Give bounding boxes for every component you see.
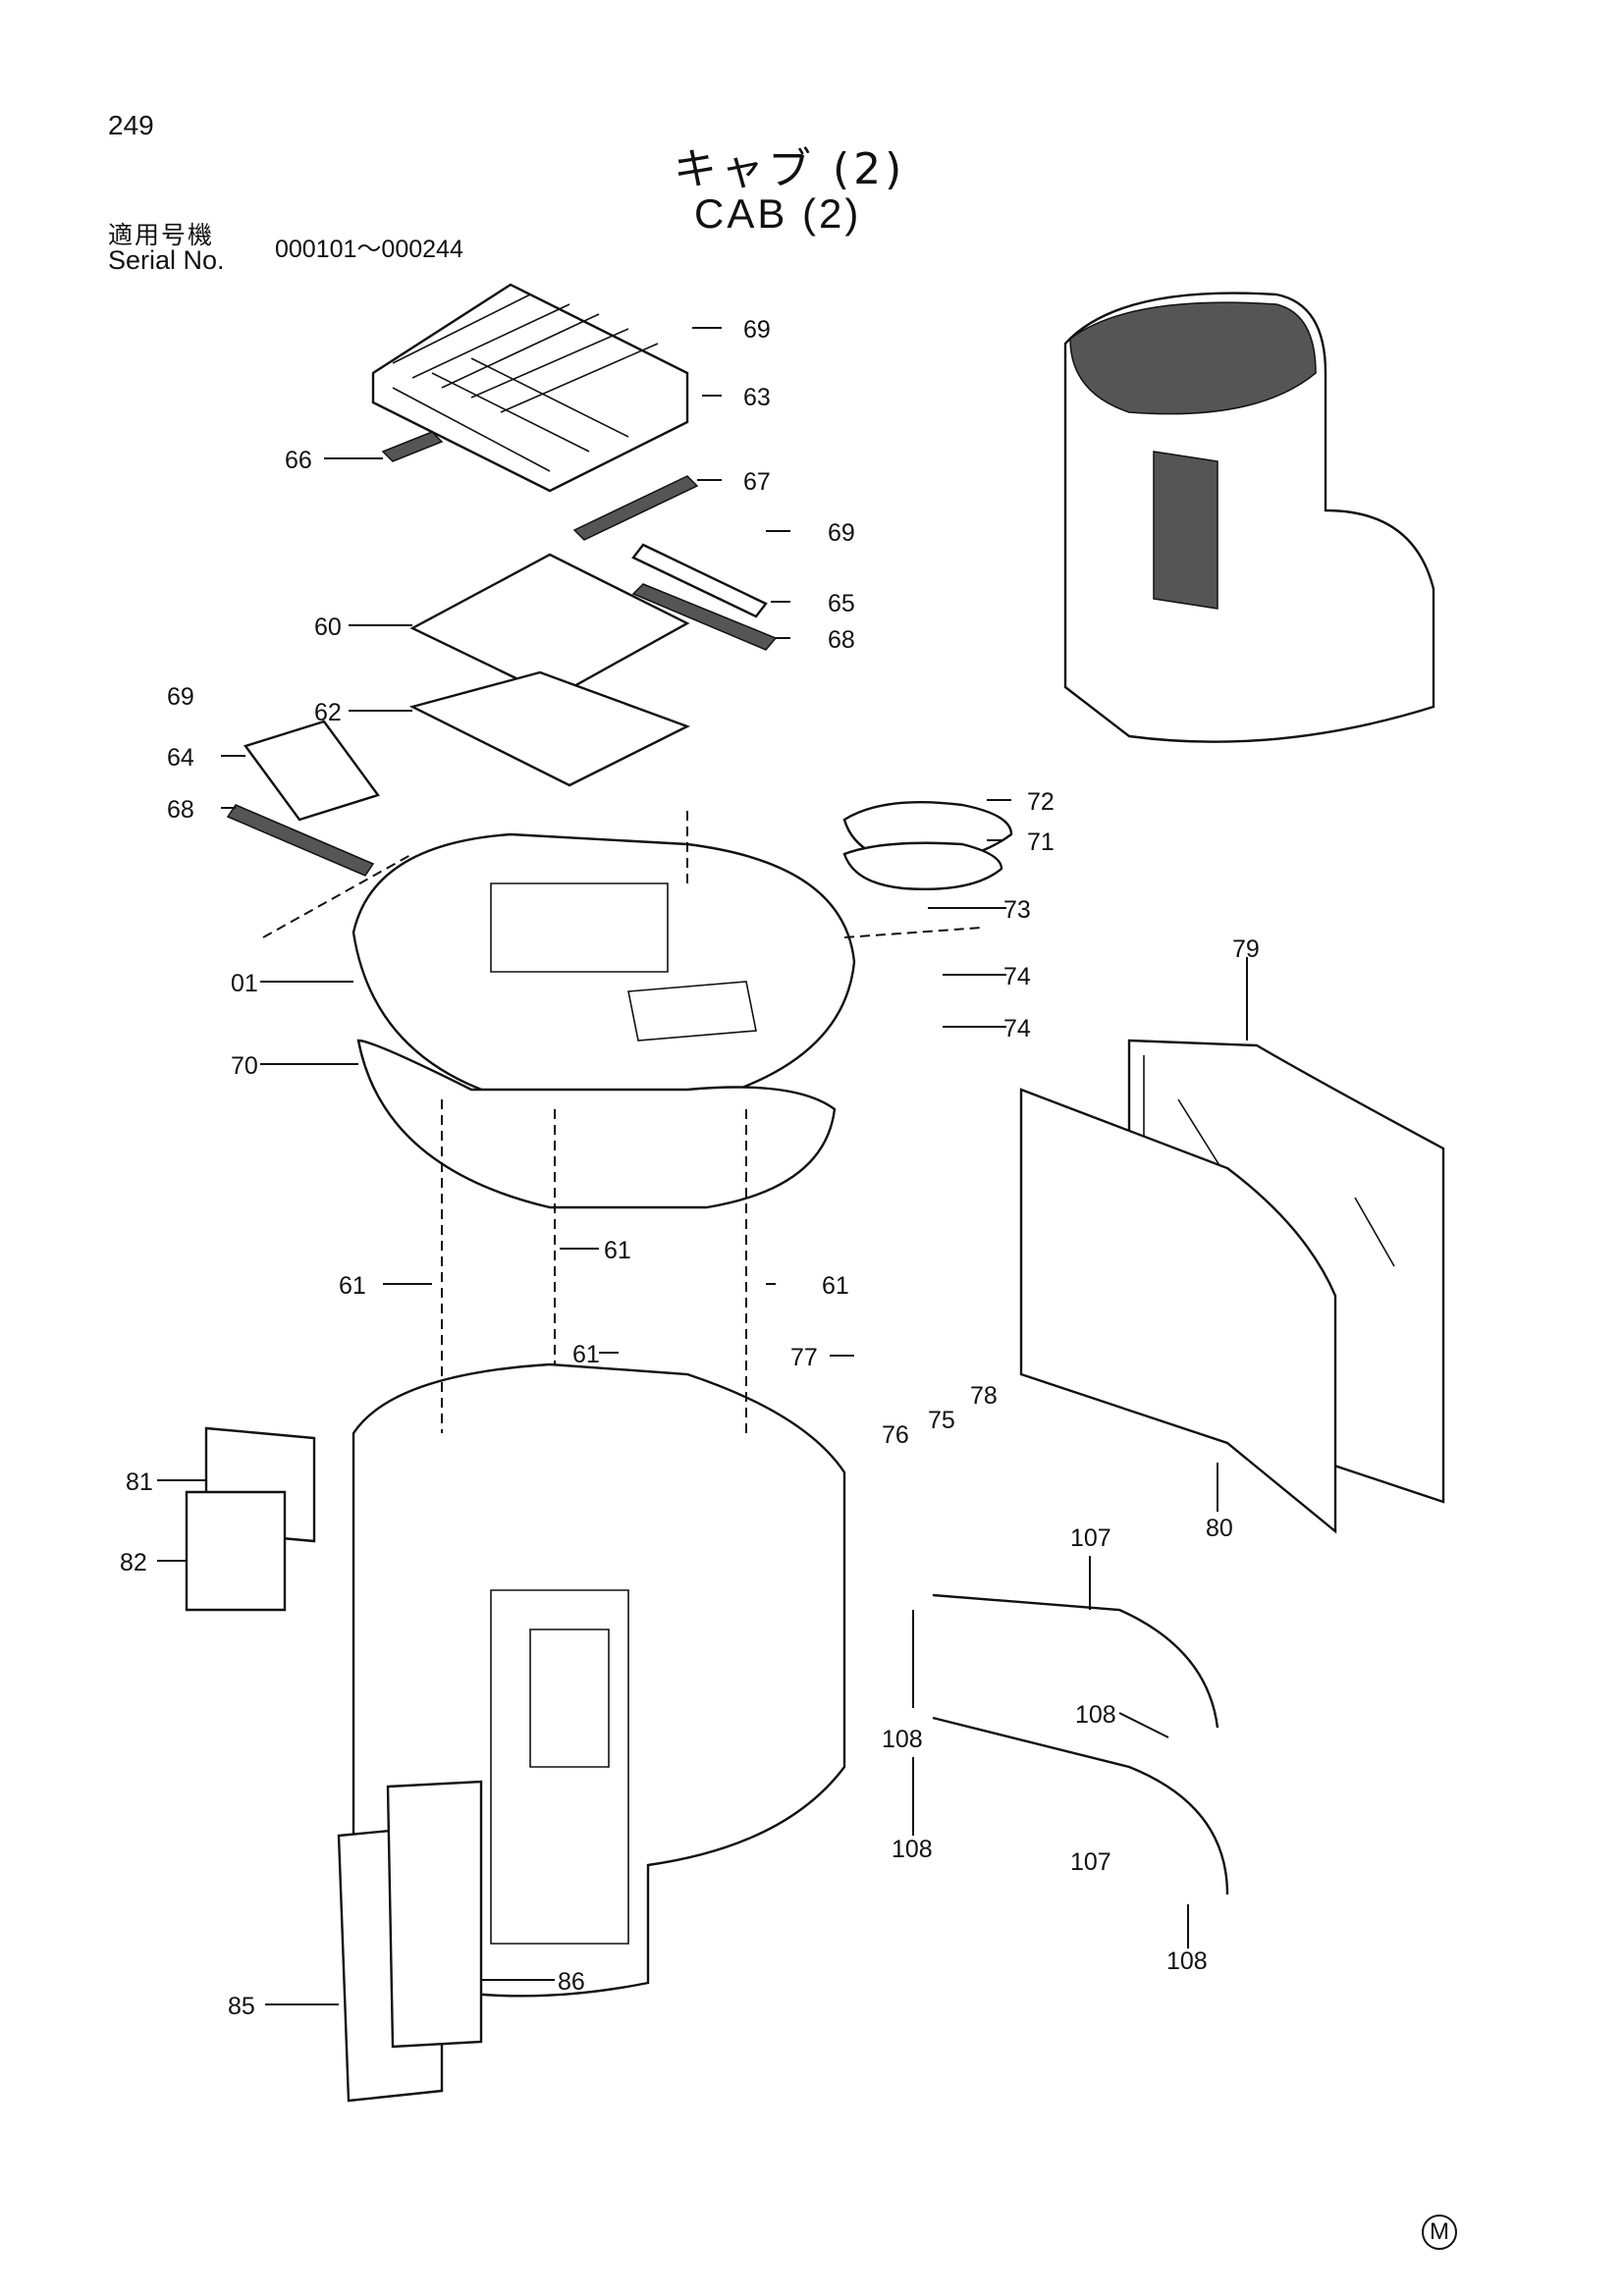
callout: 70 — [231, 1052, 258, 1080]
roof-seal-62 — [408, 670, 691, 787]
callout: 86 — [558, 1968, 585, 1996]
roof-rack-part — [371, 283, 689, 493]
callout: 01 — [231, 970, 258, 997]
callout: 78 — [970, 1382, 998, 1410]
callout: 68 — [828, 626, 855, 654]
callout: 67 — [743, 468, 771, 496]
callout: 69 — [743, 316, 771, 344]
callout: 64 — [167, 744, 194, 772]
serial-label-japanese: 適用号機 — [108, 221, 215, 249]
serial-range: 000101～000244 — [275, 236, 463, 263]
leader-lines — [157, 327, 1248, 2005]
callout: 68 — [167, 796, 194, 824]
callout: 80 — [1206, 1515, 1233, 1542]
glass-seal-82 — [185, 1490, 287, 1612]
callout: 107 — [1070, 1524, 1111, 1552]
bracket-64 — [244, 720, 380, 822]
callout: 108 — [882, 1726, 923, 1753]
callout: 69 — [167, 683, 194, 711]
callout: 61 — [822, 1272, 849, 1300]
callout: 65 — [828, 590, 855, 617]
cab-roof-01 — [352, 832, 856, 1101]
callout: 61 — [339, 1272, 366, 1300]
callout: 66 — [285, 447, 312, 474]
roof-glass-60 — [409, 553, 690, 699]
callout: 69 — [828, 519, 855, 547]
glass-seal-86 — [386, 1780, 483, 2049]
seal-strip-66 — [381, 431, 444, 462]
callout: 60 — [314, 614, 342, 641]
callout: 77 — [790, 1344, 818, 1371]
bracket-65 — [631, 543, 768, 618]
handrail-107 — [932, 1593, 1229, 1896]
callout: 74 — [1003, 1015, 1031, 1042]
callout: 108 — [1166, 1948, 1208, 1975]
callout: 81 — [126, 1468, 153, 1496]
callout: 76 — [882, 1421, 909, 1449]
callout: 61 — [604, 1237, 631, 1264]
callout: 63 — [743, 384, 771, 411]
seal-strip-68b — [226, 804, 375, 877]
callout: 74 — [1003, 963, 1031, 990]
callout: 73 — [1003, 896, 1031, 924]
page-title-japanese: キャブ (2) — [674, 144, 906, 194]
serial-label: Serial No. — [108, 245, 225, 275]
callout: 107 — [1070, 1848, 1111, 1876]
hatch-seal-71 — [842, 841, 1003, 891]
seal-strip-68 — [631, 583, 778, 651]
callout: 61 — [572, 1341, 600, 1368]
seal-strip-67 — [572, 475, 699, 541]
callout: 85 — [228, 1993, 255, 2020]
page-number: 249 — [108, 110, 154, 140]
window-seal-80 — [1019, 1088, 1337, 1534]
callout: 79 — [1232, 935, 1260, 963]
callout-labels: 69 63 66 67 69 65 60 68 69 62 64 68 72 7… — [120, 316, 1260, 2020]
callout: 72 — [1027, 788, 1055, 816]
roof-seal-70 — [356, 1039, 837, 1209]
callout: 71 — [1027, 828, 1055, 856]
manufacturer-mark: M — [1422, 2215, 1457, 2250]
callout: 108 — [892, 1836, 933, 1863]
callout: 62 — [314, 699, 342, 726]
callout: 75 — [928, 1407, 955, 1434]
cab-assembly-view — [1063, 292, 1435, 743]
callout: 108 — [1075, 1701, 1116, 1729]
callout: 82 — [120, 1549, 147, 1576]
page-title: CAB (2) — [694, 190, 862, 237]
